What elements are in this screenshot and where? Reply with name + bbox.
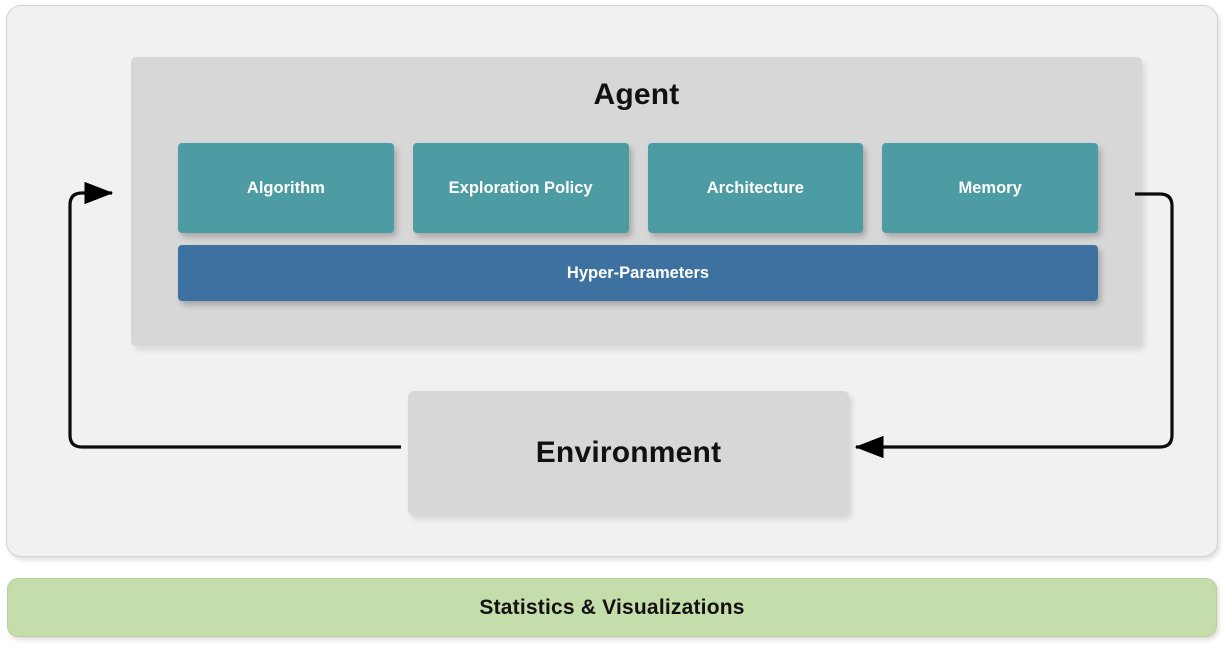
agent-component-algorithm[interactable]: Algorithm [178,143,394,233]
agent-components-row: Algorithm Exploration Policy Architectur… [178,143,1098,233]
rl-framework-panel: Agent Algorithm Exploration Policy Archi… [6,5,1218,557]
environment-label: Environment [535,436,722,469]
statistics-visualizations-label: Statistics & Visualizations [479,595,745,619]
agent-component-exploration-policy[interactable]: Exploration Policy [412,143,629,233]
environment-box[interactable]: Environment [408,391,849,515]
agent-component-label: Exploration Policy [448,178,593,197]
agent-title: Agent [593,78,680,111]
agent-component-label: Memory [958,178,1022,197]
hyper-parameters-label: Hyper-Parameters [566,263,710,282]
agent-panel: Agent Algorithm Exploration Policy Archi… [131,57,1142,346]
hyper-parameters-box[interactable]: Hyper-Parameters [178,245,1098,301]
agent-component-label: Architecture [706,178,804,197]
agent-component-label: Algorithm [246,178,325,197]
agent-component-memory[interactable]: Memory [882,143,1098,233]
agent-component-architecture[interactable]: Architecture [647,143,864,233]
statistics-visualizations-bar[interactable]: Statistics & Visualizations [7,578,1217,637]
